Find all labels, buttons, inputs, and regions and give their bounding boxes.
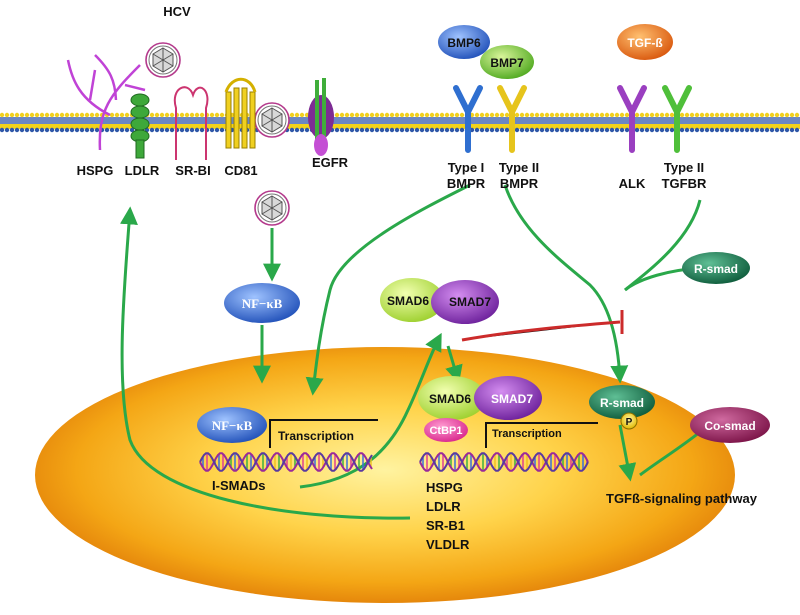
smad7-cytoplasm-label: SMAD7 bbox=[449, 295, 491, 309]
arrow-smad-into-nucleus bbox=[445, 345, 463, 384]
hcv-label: HCV bbox=[163, 4, 191, 19]
egfr-receptor bbox=[308, 78, 334, 156]
arrow-ismads-to-smad bbox=[299, 332, 442, 489]
egfr-label: EGFR bbox=[312, 155, 349, 170]
inhibition-line bbox=[461, 310, 624, 342]
type2-tgfbr-receptor bbox=[662, 85, 692, 153]
cd81-label: CD81 bbox=[224, 163, 257, 178]
type1-bmpr-label-1: Type I bbox=[448, 160, 485, 175]
transcription-bracket-right bbox=[485, 422, 598, 448]
cd81-receptor bbox=[224, 77, 257, 149]
smad6-cytoplasm-label: SMAD6 bbox=[387, 294, 429, 308]
type2-tgfbr-label-1: Type II bbox=[664, 160, 704, 175]
type1-bmpr-label-2: BMPR bbox=[447, 176, 486, 191]
target-genes: HSPG LDLR SR-B1 VLDLR bbox=[426, 480, 470, 552]
gene-vldlr: VLDLR bbox=[426, 537, 470, 552]
smad7-cytoplasm bbox=[431, 280, 499, 324]
alk-label: ALK bbox=[619, 176, 646, 191]
arrow-cosmad-to-pathway bbox=[639, 430, 701, 477]
type2-bmpr-label-2: BMPR bbox=[500, 176, 539, 191]
arrows bbox=[119, 183, 702, 520]
tgfb-label: TGF-ß bbox=[627, 36, 662, 50]
smad6-nucleus-label: SMAD6 bbox=[429, 392, 471, 406]
smad7-nucleus bbox=[474, 376, 542, 420]
r-smad-phospho-label: R-smad bbox=[600, 396, 644, 410]
co-smad bbox=[690, 407, 770, 443]
transcription-bracket-left bbox=[269, 419, 378, 448]
smad7-nucleus-label: SMAD7 bbox=[491, 392, 533, 406]
hspg-receptor bbox=[66, 54, 146, 151]
r-smad-cytoplasm bbox=[682, 252, 750, 284]
nfkb-nucleus-label: NF−κB bbox=[212, 418, 253, 433]
hspg-label: HSPG bbox=[77, 163, 114, 178]
arrow-bmpr-to-rsmad bbox=[503, 184, 629, 384]
dna-helix-right bbox=[419, 452, 589, 472]
transcription-label-right: Transcription bbox=[492, 428, 562, 440]
srbi-receptor bbox=[173, 86, 209, 160]
nucleus bbox=[35, 347, 735, 603]
bmp6-label: BMP6 bbox=[447, 36, 481, 50]
nfkb-cytoplasm bbox=[224, 283, 300, 323]
gene-srb1: SR-B1 bbox=[426, 518, 465, 533]
gene-ldlr: LDLR bbox=[426, 499, 461, 514]
type2-bmpr-receptor bbox=[497, 85, 527, 153]
dna-helix-left bbox=[199, 452, 373, 472]
i-smads-label: I-SMADs bbox=[212, 478, 265, 493]
type1-bmpr-receptor bbox=[453, 85, 483, 153]
bmp7-ligand bbox=[480, 45, 534, 79]
ctbp1 bbox=[424, 418, 468, 442]
srbi-label: SR-BI bbox=[175, 163, 210, 178]
ldlr-label: LDLR bbox=[125, 163, 160, 178]
nfkb-cytoplasm-label: NF−κB bbox=[242, 296, 283, 311]
nfkb-nucleus bbox=[197, 407, 267, 443]
tgfb-ligand bbox=[617, 24, 673, 60]
alk-receptor bbox=[617, 85, 647, 153]
type2-bmpr-label-1: Type II bbox=[499, 160, 539, 175]
arrow-bmpr-to-transcription bbox=[305, 183, 471, 396]
type2-tgfbr-label-2: TGFBR bbox=[662, 176, 707, 191]
co-smad-label: Co-smad bbox=[704, 419, 755, 433]
gene-hspg: HSPG bbox=[426, 480, 463, 495]
hcv-virions bbox=[145, 42, 290, 226]
r-smad-phospho bbox=[589, 385, 655, 419]
smad6-cytoplasm bbox=[380, 278, 444, 322]
transcription-label-left: Transcription bbox=[278, 429, 354, 443]
ctbp1-label: CtBP1 bbox=[429, 425, 462, 437]
arrow-to-pathway bbox=[618, 424, 637, 482]
phosphate bbox=[620, 412, 638, 430]
bmp7-label: BMP7 bbox=[490, 56, 524, 70]
arrow-genes-to-entry bbox=[119, 206, 411, 520]
tgfb-pathway-label: TGFß-signaling pathway bbox=[606, 491, 758, 506]
phosphate-label: P bbox=[626, 417, 633, 428]
ldlr-receptor bbox=[130, 93, 150, 159]
bmp6-ligand bbox=[438, 25, 490, 59]
smad6-nucleus bbox=[418, 376, 486, 420]
r-smad-cytoplasm-label: R-smad bbox=[694, 262, 738, 276]
